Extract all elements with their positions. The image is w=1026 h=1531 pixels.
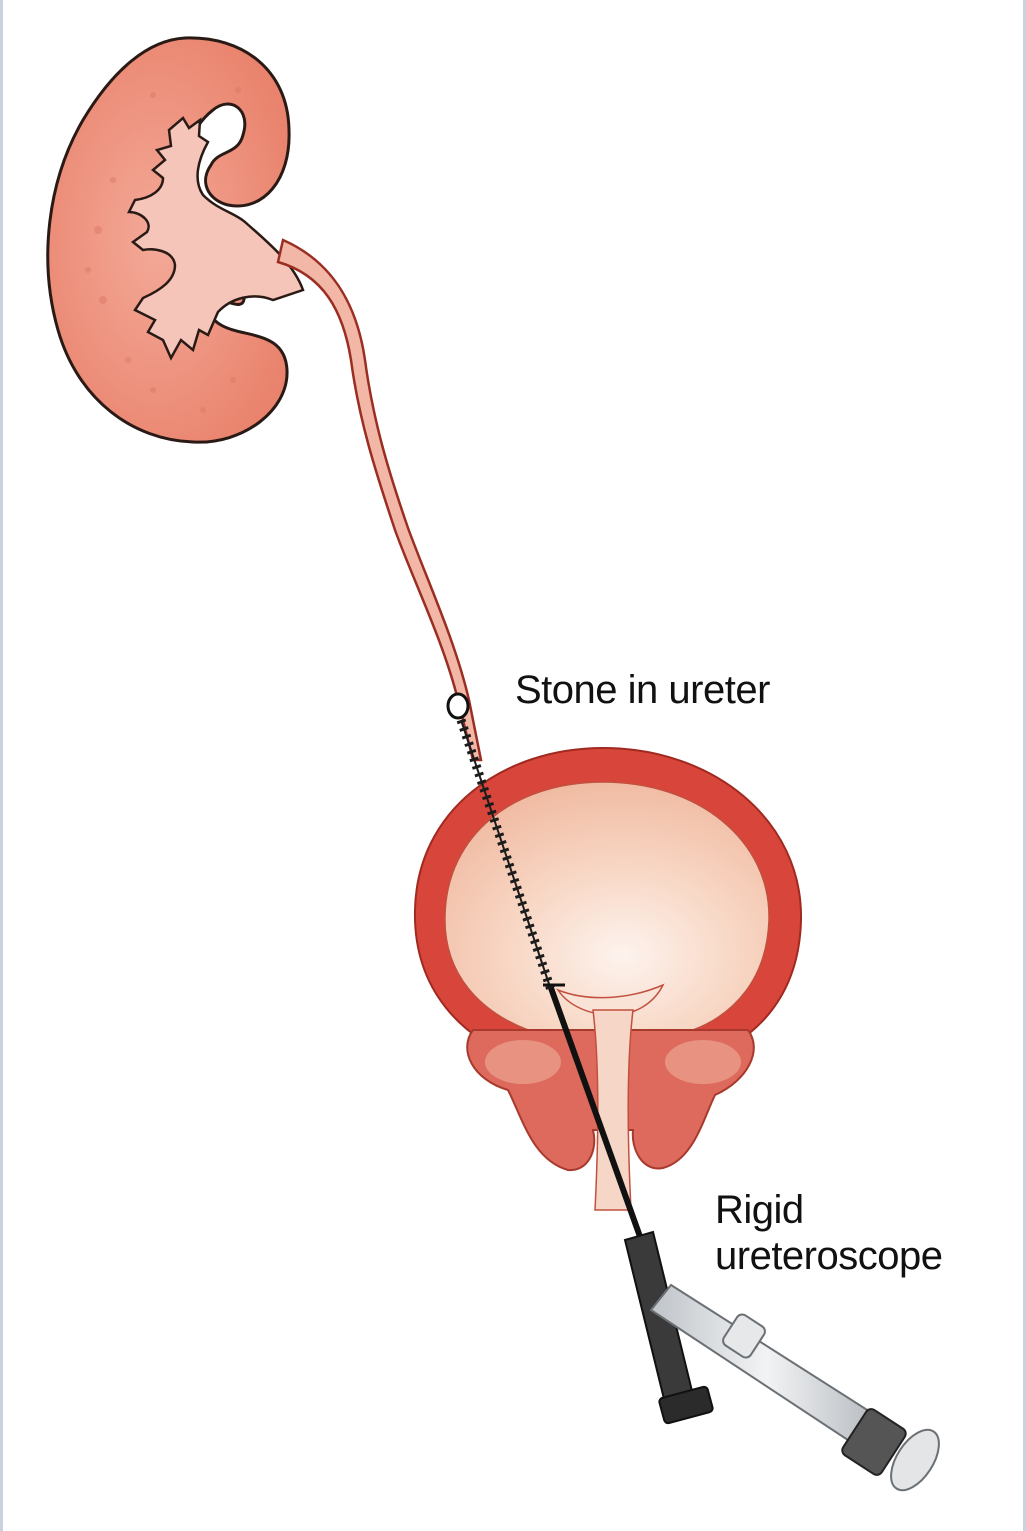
kidney-icon [48, 38, 303, 442]
ureteroscopy-illustration [3, 0, 1026, 1531]
stone-label: Stone in ureter [515, 667, 770, 713]
ureteroscope-label: Rigid ureteroscope [715, 1187, 942, 1279]
ureter-icon [278, 240, 481, 760]
ureteroscope-label-line1: Rigid [715, 1187, 942, 1233]
ureteroscope-label-line2: ureteroscope [715, 1233, 942, 1279]
urethra-icon [593, 1010, 633, 1210]
stone-icon [448, 694, 468, 718]
